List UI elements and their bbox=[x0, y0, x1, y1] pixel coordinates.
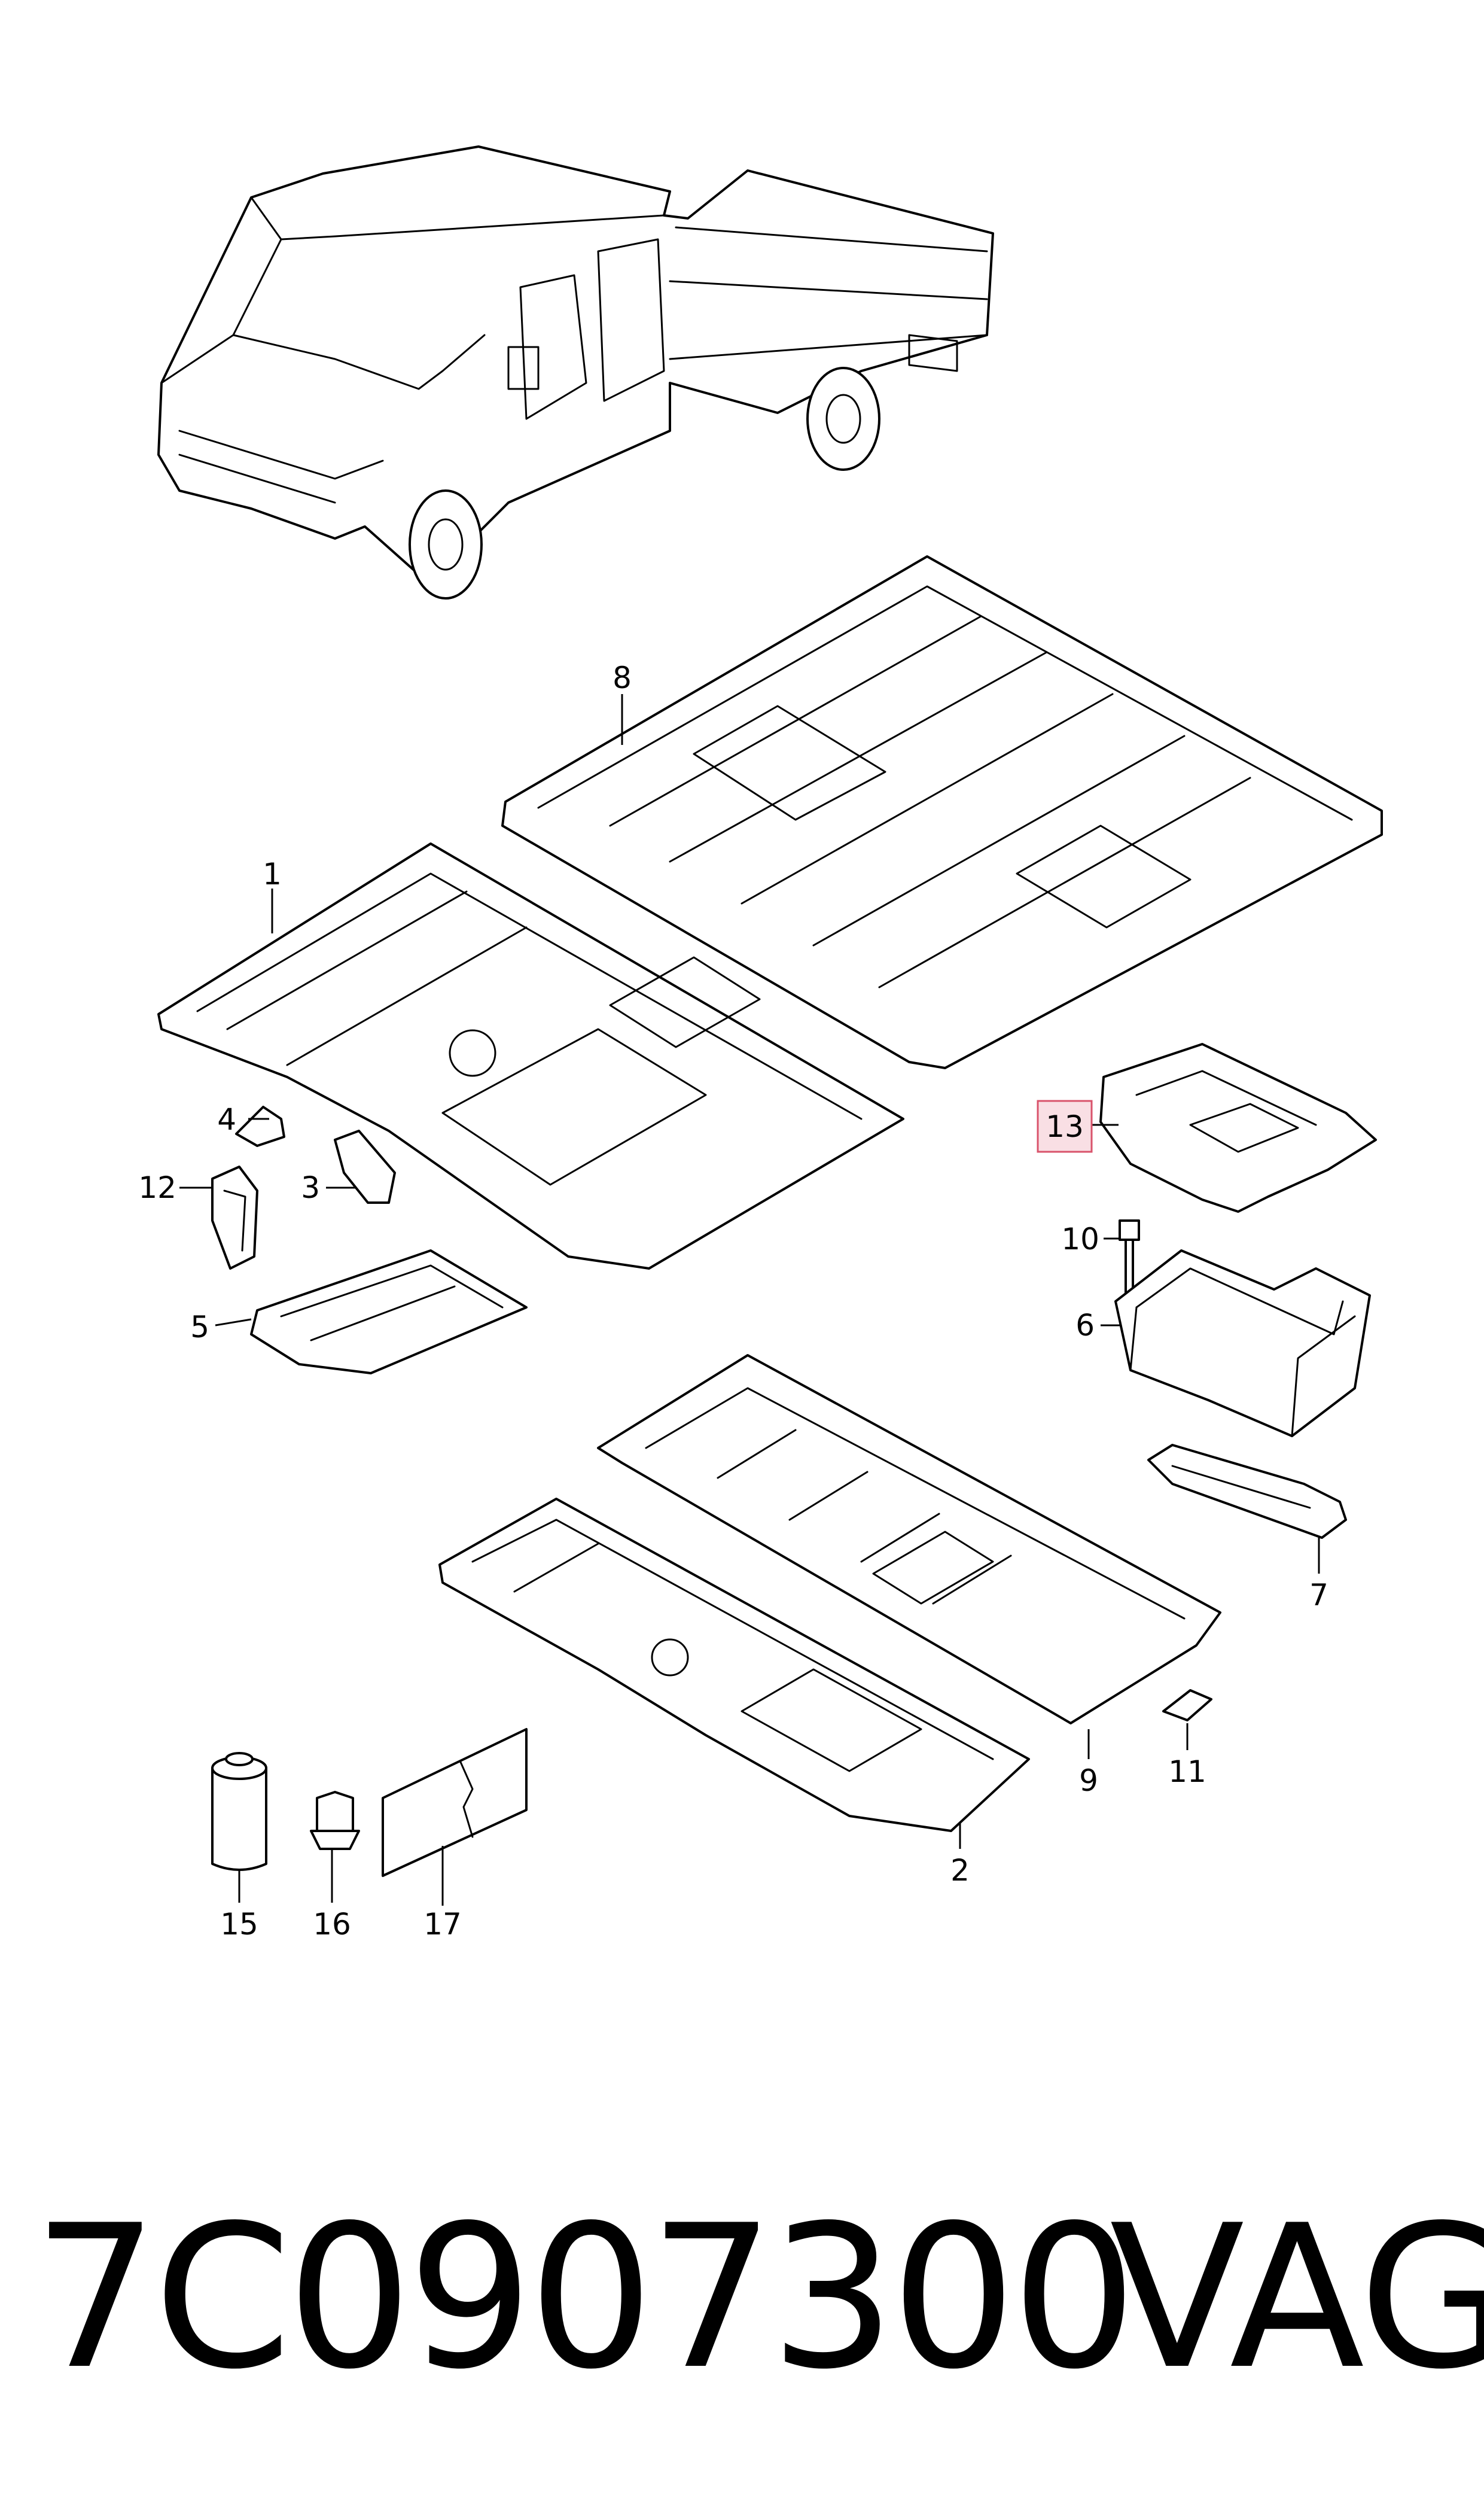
part-8-rear-floor bbox=[501, 555, 1383, 1069]
callout-9: 9 bbox=[1079, 1763, 1098, 1798]
callout-13: 13 bbox=[1046, 1109, 1084, 1144]
callout-10: 10 bbox=[1061, 1222, 1099, 1257]
part-9-middle-floor bbox=[597, 1354, 1221, 1724]
part-1-front-floor bbox=[157, 842, 904, 1270]
callout-3: 3 bbox=[301, 1170, 320, 1205]
callout-7: 7 bbox=[1309, 1578, 1328, 1613]
part-17-sheet bbox=[382, 1728, 528, 1877]
callout-8: 8 bbox=[613, 661, 632, 695]
callout-16: 16 bbox=[313, 1907, 351, 1942]
callout-12: 12 bbox=[138, 1170, 176, 1205]
callout-11: 11 bbox=[1168, 1754, 1206, 1789]
callout-labels: 8 1 4 12 3 5 13 10 6 7 9 11 2 15 16 17 bbox=[138, 661, 1328, 1942]
callout-1: 1 bbox=[263, 857, 282, 892]
callout-4: 4 bbox=[217, 1102, 236, 1137]
part-16-fastener bbox=[310, 1791, 360, 1850]
callout-6: 6 bbox=[1075, 1308, 1095, 1343]
callout-2: 2 bbox=[950, 1853, 970, 1888]
leader-lines bbox=[179, 694, 1320, 1906]
part-number: 7C0907300 bbox=[33, 2183, 1137, 2412]
part-10-bolt bbox=[1119, 1219, 1140, 1295]
part-12-bracket bbox=[211, 1166, 258, 1270]
part-5-floor-piece bbox=[250, 1249, 528, 1374]
part-6-tub bbox=[1114, 1249, 1371, 1437]
part-2-lower-floor bbox=[438, 1498, 1030, 1832]
brand-name: VAG bbox=[1110, 2183, 1484, 2412]
vehicle-illustration bbox=[157, 145, 994, 600]
part-7-strip bbox=[1147, 1444, 1347, 1539]
part-3-bracket bbox=[334, 1130, 396, 1204]
part-11-clip bbox=[1162, 1689, 1212, 1721]
highlight-box-13 bbox=[1037, 1100, 1093, 1153]
callout-5: 5 bbox=[190, 1310, 209, 1344]
part-15-canister bbox=[211, 1752, 267, 1871]
callout-15: 15 bbox=[220, 1907, 258, 1942]
part-4-bracket bbox=[235, 1106, 285, 1147]
part-13-cover bbox=[1099, 1043, 1377, 1213]
callout-17: 17 bbox=[423, 1907, 462, 1942]
